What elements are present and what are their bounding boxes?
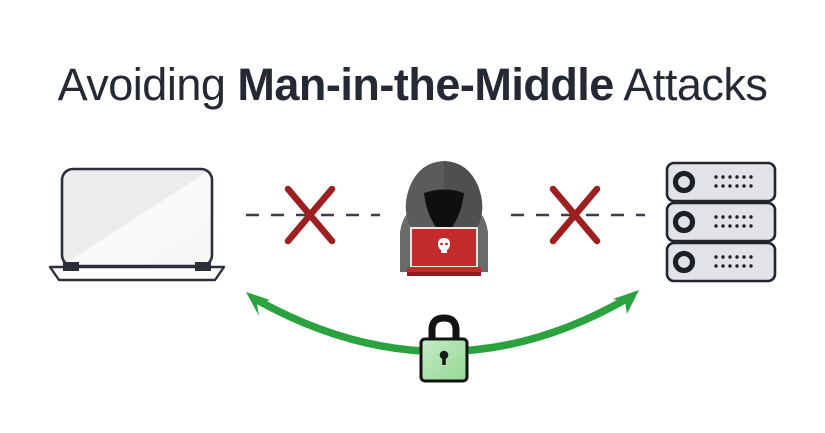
server-unit (665, 161, 777, 203)
server-vent-dots (714, 255, 753, 268)
blocked-link-attacker-to-server (511, 185, 645, 245)
server-power-indicator (672, 210, 696, 234)
server-vent-dots (714, 175, 753, 188)
hacker-laptop-base (407, 267, 481, 272)
server-unit (665, 201, 777, 243)
blocked-link-client-to-attacker (246, 185, 380, 245)
arrowhead-left (246, 292, 270, 316)
client-laptop (48, 167, 226, 282)
attacker-hacker (400, 161, 488, 276)
server-unit (665, 241, 777, 283)
x-mark-right (549, 185, 601, 245)
x-mark-left (284, 185, 336, 245)
hacker-face-void (424, 189, 464, 237)
padlock-shackle (428, 314, 460, 341)
hacker-laptop-base-shadow (407, 272, 481, 276)
server-power-indicator (672, 250, 696, 274)
page-title: Avoiding Man-in-the-Middle Attacks (0, 58, 825, 112)
laptop-screen (60, 167, 214, 268)
server-vent-dots (714, 215, 753, 228)
title-suffix: Attacks (613, 59, 768, 110)
padlock (419, 314, 469, 383)
server-power-indicator (672, 170, 696, 194)
skull-icon (438, 238, 450, 253)
arrowhead-right (613, 290, 639, 314)
padlock-keyhole-stem (442, 355, 446, 365)
server-stack (665, 161, 777, 283)
title-emphasis: Man-in-the-Middle (237, 59, 614, 110)
laptop-base (48, 265, 226, 282)
title-prefix: Avoiding (57, 59, 238, 110)
laptop-hinge-left (63, 262, 79, 271)
laptop-hinge-right (195, 262, 211, 271)
